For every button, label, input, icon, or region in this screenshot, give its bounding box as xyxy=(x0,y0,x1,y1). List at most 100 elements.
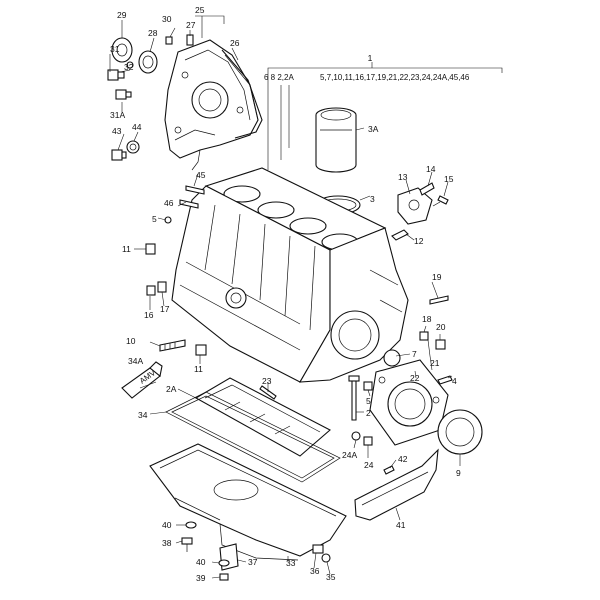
callout-43: 43 xyxy=(112,126,122,136)
callout-27: 27 xyxy=(186,20,196,30)
callout-31: 31 xyxy=(110,44,120,54)
callout-25: 25 xyxy=(195,5,205,15)
callout-5-upper: 5 xyxy=(152,214,157,224)
bolt-39 xyxy=(219,573,229,581)
washer-40-upper xyxy=(185,521,197,529)
callout-36: 36 xyxy=(310,566,320,576)
bolt-38 xyxy=(181,537,193,552)
callout-7: 7 xyxy=(412,349,417,359)
oil-pan-gasket xyxy=(165,391,341,483)
bolt-42 xyxy=(383,465,395,475)
sender-31A xyxy=(115,89,132,100)
stud-19 xyxy=(429,295,449,305)
cover-gasket xyxy=(221,49,263,139)
callout-33: 33 xyxy=(286,558,296,568)
callout-45: 45 xyxy=(196,170,206,180)
callout-16: 16 xyxy=(144,310,154,320)
callout-4: 4 xyxy=(452,376,457,386)
sensor-12 xyxy=(391,229,409,241)
callout-10: 10 xyxy=(126,336,136,346)
callout-41: 41 xyxy=(396,520,406,530)
stud-45 xyxy=(185,185,205,195)
cylinder-liner xyxy=(315,107,357,173)
callout-26: 26 xyxy=(230,38,240,48)
callout-15: 15 xyxy=(444,174,454,184)
bolt-5-lower xyxy=(363,381,373,391)
bolt-30 xyxy=(165,36,173,45)
sealant-tube xyxy=(121,361,163,399)
callout-29: 29 xyxy=(117,10,127,20)
callout-40-upper: 40 xyxy=(162,520,172,530)
callout-32: 32 xyxy=(124,62,134,72)
callout-23: 23 xyxy=(262,376,272,386)
callout-40-lower: 40 xyxy=(196,557,206,567)
washer-40-lower xyxy=(218,559,230,567)
front-cover xyxy=(164,39,259,171)
header-left-refs: 6 8 2,2A xyxy=(264,73,294,82)
callout-22: 22 xyxy=(410,373,420,383)
callout-21: 21 xyxy=(430,358,440,368)
callout-30: 30 xyxy=(162,14,172,24)
rear-seal-flange xyxy=(369,359,449,446)
plug-16 xyxy=(146,285,156,296)
group-1-bracket xyxy=(267,62,503,170)
stud-46 xyxy=(179,199,199,209)
callout-9: 9 xyxy=(456,468,461,478)
callout-18: 18 xyxy=(422,314,432,324)
bracket-13 xyxy=(397,187,433,225)
leader-lines xyxy=(109,15,461,579)
callout-2A: 2A xyxy=(166,384,177,394)
plug-17 xyxy=(157,281,167,293)
seal-ring-7 xyxy=(383,349,401,367)
seal-35 xyxy=(321,553,331,563)
callout-3A: 3A xyxy=(368,124,379,134)
callout-31A: 31A xyxy=(110,110,125,120)
callout-35: 35 xyxy=(326,572,336,582)
callout-17: 17 xyxy=(160,304,170,314)
callout-11-left: 11 xyxy=(122,244,131,254)
bolt-15 xyxy=(432,195,449,207)
callout-3: 3 xyxy=(370,194,375,204)
plug-11-left xyxy=(145,243,156,255)
callout-37: 37 xyxy=(248,557,258,567)
callout-46: 46 xyxy=(164,198,174,208)
stud-10 xyxy=(159,339,186,352)
callout-12: 12 xyxy=(414,236,424,246)
callout-5-lower: 5 xyxy=(366,396,371,406)
plug-24 xyxy=(363,436,373,446)
callout-13: 13 xyxy=(398,172,408,182)
sleeve-20 xyxy=(435,339,446,350)
plug-43 xyxy=(111,149,127,161)
callout-34: 34 xyxy=(138,410,148,420)
callout-24: 24 xyxy=(364,460,374,470)
callout-39: 39 xyxy=(196,573,206,583)
cylinder-block xyxy=(171,167,409,383)
callout-2: 2 xyxy=(366,408,371,418)
callout-14: 14 xyxy=(426,164,436,174)
shaft-seal-28 xyxy=(138,50,158,74)
callout-19: 19 xyxy=(432,272,442,282)
header-right-refs: 5,7,10,11,16,17,19,21,22,23,24,24A,45,46 xyxy=(320,73,470,82)
seal-44 xyxy=(126,140,140,154)
oil-pan xyxy=(149,443,347,561)
drain-plug-36 xyxy=(312,544,324,554)
bolt-23 xyxy=(259,385,277,400)
washer-24A xyxy=(351,431,361,441)
callout-28: 28 xyxy=(148,28,158,38)
plug-11-lower xyxy=(195,344,207,356)
dowel-18 xyxy=(419,331,429,341)
rear-crank-seal xyxy=(437,409,483,455)
baffle-plate xyxy=(354,448,439,521)
callout-42: 42 xyxy=(398,454,408,464)
callout-34A: 34A xyxy=(128,356,143,366)
callout-38: 38 xyxy=(162,538,172,548)
bolt-14 xyxy=(419,182,435,196)
callout-1: 1 xyxy=(368,53,373,63)
callout-24A: 24A xyxy=(342,450,357,460)
callout-44: 44 xyxy=(132,122,142,132)
bolt-2 xyxy=(348,375,360,421)
callout-20: 20 xyxy=(436,322,446,332)
callout-11-lower: 11 xyxy=(194,364,203,374)
sensor-31 xyxy=(126,61,134,69)
